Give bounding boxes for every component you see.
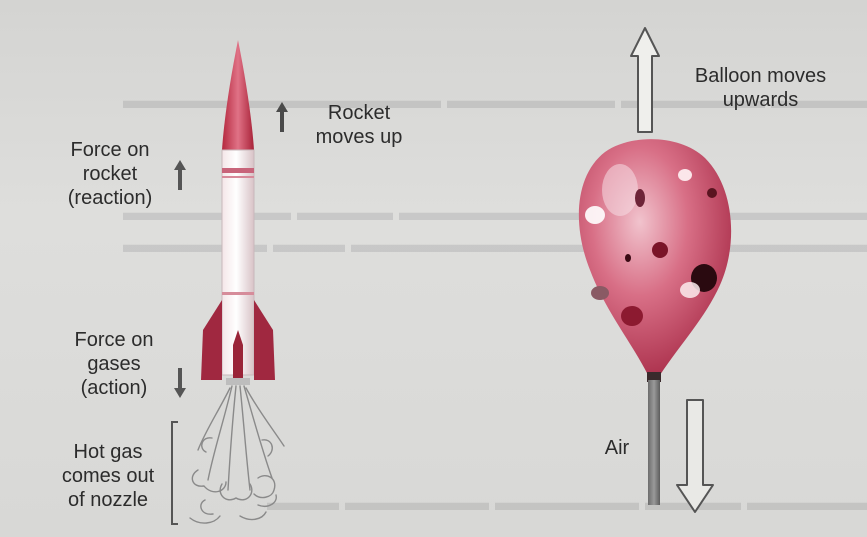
reaction-arrow xyxy=(174,160,186,190)
balloon-spot xyxy=(621,306,643,326)
rocket-nozzle xyxy=(226,378,250,385)
balloon-spot xyxy=(707,188,717,198)
action-arrow xyxy=(174,368,186,398)
balloon-body xyxy=(579,139,731,375)
air-down-arrow xyxy=(677,400,713,512)
rocket-stripe xyxy=(222,292,254,295)
rocket-right-fin xyxy=(254,300,275,380)
balloon-spot xyxy=(680,282,700,298)
balloon-air-stream xyxy=(648,380,660,505)
balloon-spot xyxy=(585,206,605,224)
rocket-stripe xyxy=(222,176,254,178)
balloon-spot xyxy=(652,242,668,258)
hot-gas-label: Hot gas comes out of nozzle xyxy=(48,440,168,512)
rocket xyxy=(201,40,275,385)
balloon-spot xyxy=(625,254,631,262)
rocket-up-arrow xyxy=(276,102,288,132)
hot-gas-bracket xyxy=(172,422,178,524)
air-label: Air xyxy=(593,436,641,460)
rocket-nose-cone xyxy=(222,40,254,150)
rocket-stripe xyxy=(222,168,254,173)
balloon-spot xyxy=(678,169,692,181)
balloon-spot xyxy=(635,189,645,207)
rocket-moves-up-label: Rocket moves up xyxy=(294,101,424,149)
balloon-spot xyxy=(591,286,609,300)
balloon-moves-label: Balloon moves upwards xyxy=(668,64,853,112)
balloon-up-arrow xyxy=(631,28,659,132)
exhaust-gases xyxy=(190,386,284,523)
force-on-rocket-label: Force on rocket (reaction) xyxy=(46,138,174,210)
force-on-gases-label: Force on gases (action) xyxy=(56,328,172,400)
rocket-left-fin xyxy=(201,300,222,380)
